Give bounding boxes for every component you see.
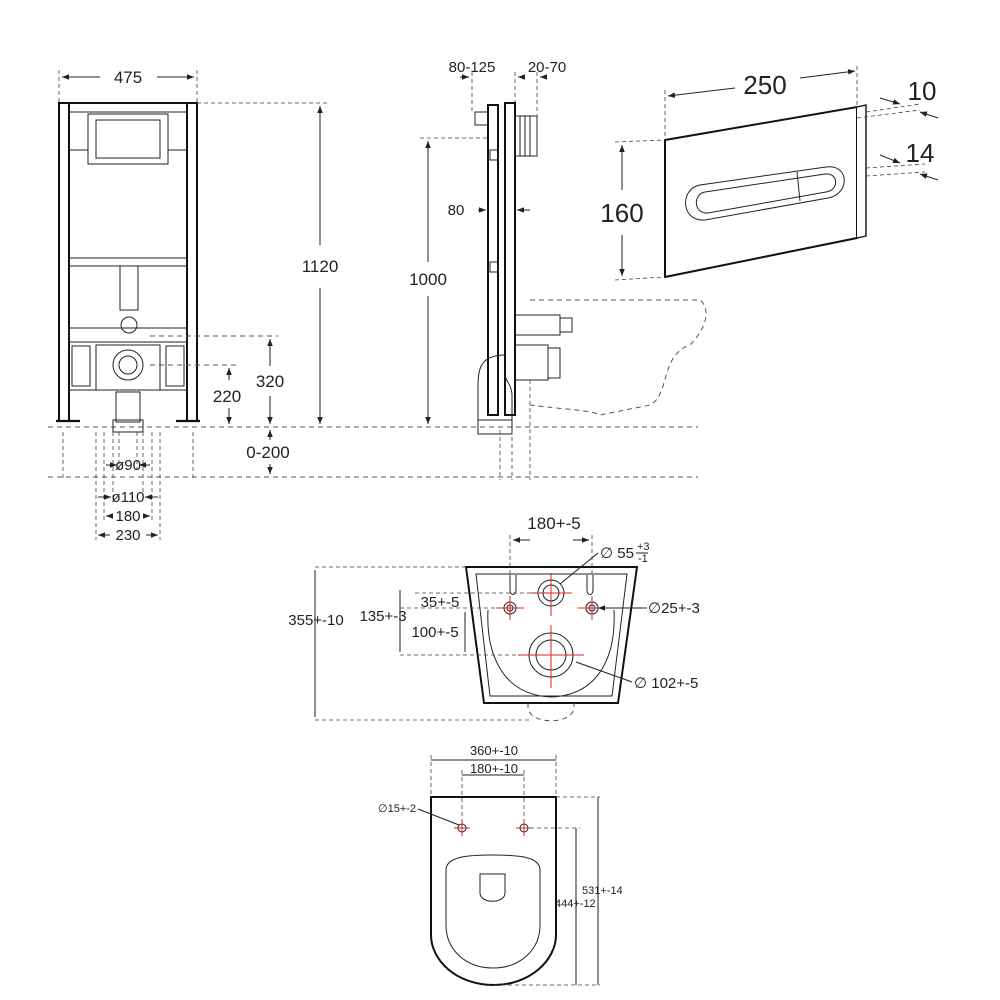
frame-side-view <box>474 102 707 435</box>
pan-rear-view <box>464 566 639 722</box>
frame-width-label: 475 <box>114 68 142 87</box>
pan-rear-dims: 180+-5 ∅ 55 +3 -1 ∅25+-3 35+-5 135+-3 10… <box>288 514 700 721</box>
height-220-label: 220 <box>213 387 241 406</box>
width-180-label: 180 <box>115 508 140 525</box>
floor-range-label: 0-200 <box>246 443 289 462</box>
rear-35-label: 35+-5 <box>421 594 460 611</box>
flush-plate-dims: 250 160 10 14 <box>600 66 939 281</box>
rear-width-180-label: 180+-5 <box>527 514 580 533</box>
side-80-label: 80 <box>448 202 465 219</box>
plate-height-label: 160 <box>600 198 643 228</box>
top-width-360-label: 360+-10 <box>470 743 518 758</box>
depth-range-label: 80-125 <box>449 59 496 76</box>
front-bottom-dims: ø90 ø110 180 230 <box>62 432 194 544</box>
side-dims: 80-125 20-70 80 1000 <box>409 59 566 480</box>
plate-width-label: 250 <box>743 70 786 100</box>
height-320-label: 320 <box>256 372 284 391</box>
top-d15-label: ∅15+-2 <box>378 803 416 815</box>
rear-135-label: 135+-3 <box>359 608 406 625</box>
top-length-444-label: 444+-12 <box>555 898 596 910</box>
dimension-0-200: 0-200 <box>246 430 290 474</box>
dimension-320-220: 320 220 <box>150 335 284 424</box>
flush-plate <box>664 104 867 279</box>
rear-d102-label: ∅ 102+-5 <box>634 675 698 692</box>
rear-100-label: 100+-5 <box>411 624 458 641</box>
rear-d55-label: ∅ 55 <box>600 545 634 562</box>
frame-height-label: 1120 <box>302 257 339 276</box>
dimension-475: 475 <box>58 68 198 103</box>
frame-front-view <box>56 102 200 433</box>
side-1000-label: 1000 <box>409 270 447 289</box>
plate-thickness-14-label: 14 <box>906 138 935 168</box>
top-length-531-label: 531+-14 <box>582 885 623 897</box>
diameter-90-label: ø90 <box>115 457 141 474</box>
top-width-180-label: 180+-10 <box>470 761 518 776</box>
diameter-110-label: ø110 <box>111 489 144 506</box>
pan-top-dims: 360+-10 180+-10 ∅15+-2 531+-14 444+-12 <box>378 743 623 986</box>
plate-thickness-10-label: 10 <box>908 76 937 106</box>
floor-lines <box>48 426 698 478</box>
width-230-label: 230 <box>115 527 140 544</box>
rear-355-label: 355+-10 <box>288 612 343 629</box>
rear-d55-tol-up: +3 <box>637 541 650 553</box>
rear-d55-tol-down: -1 <box>638 553 648 565</box>
pan-top-view <box>430 796 557 987</box>
wall-range-label: 20-70 <box>528 59 566 76</box>
rear-d25-label: ∅25+-3 <box>648 600 700 617</box>
dimension-1120: 1120 <box>197 102 339 424</box>
